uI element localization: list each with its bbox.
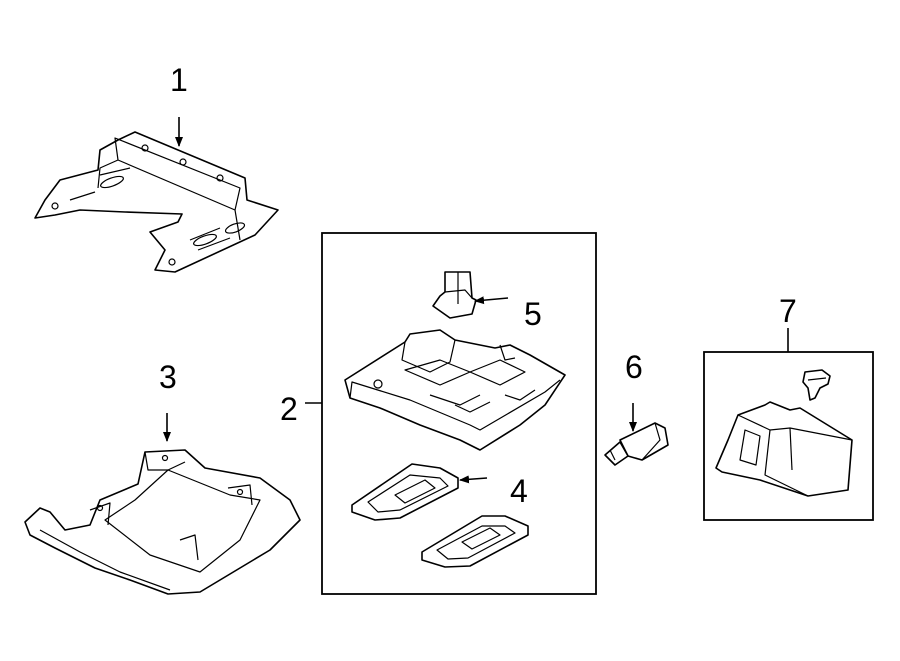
group-box-2 xyxy=(321,232,597,595)
part-6-bulb xyxy=(604,422,669,466)
part-3-housing xyxy=(24,449,301,595)
callout-6: 6 xyxy=(625,349,643,385)
callout-2: 2 xyxy=(280,391,298,427)
arrow-4 xyxy=(459,475,488,484)
part-2-lamp-assembly xyxy=(344,329,566,451)
callout-7: 7 xyxy=(779,293,797,329)
callout-1: 1 xyxy=(170,62,188,98)
callout-4: 4 xyxy=(510,473,528,509)
part-5-clip xyxy=(432,271,477,319)
callout-5: 5 xyxy=(524,296,542,332)
part-4-lens xyxy=(351,463,459,521)
part-7-screw xyxy=(802,369,831,401)
arrow-5 xyxy=(474,296,509,305)
part-4-lens-second xyxy=(421,515,529,568)
part-1-bracket xyxy=(34,131,279,273)
callout-3: 3 xyxy=(159,359,177,395)
part-7-lamp-unit xyxy=(715,401,853,497)
